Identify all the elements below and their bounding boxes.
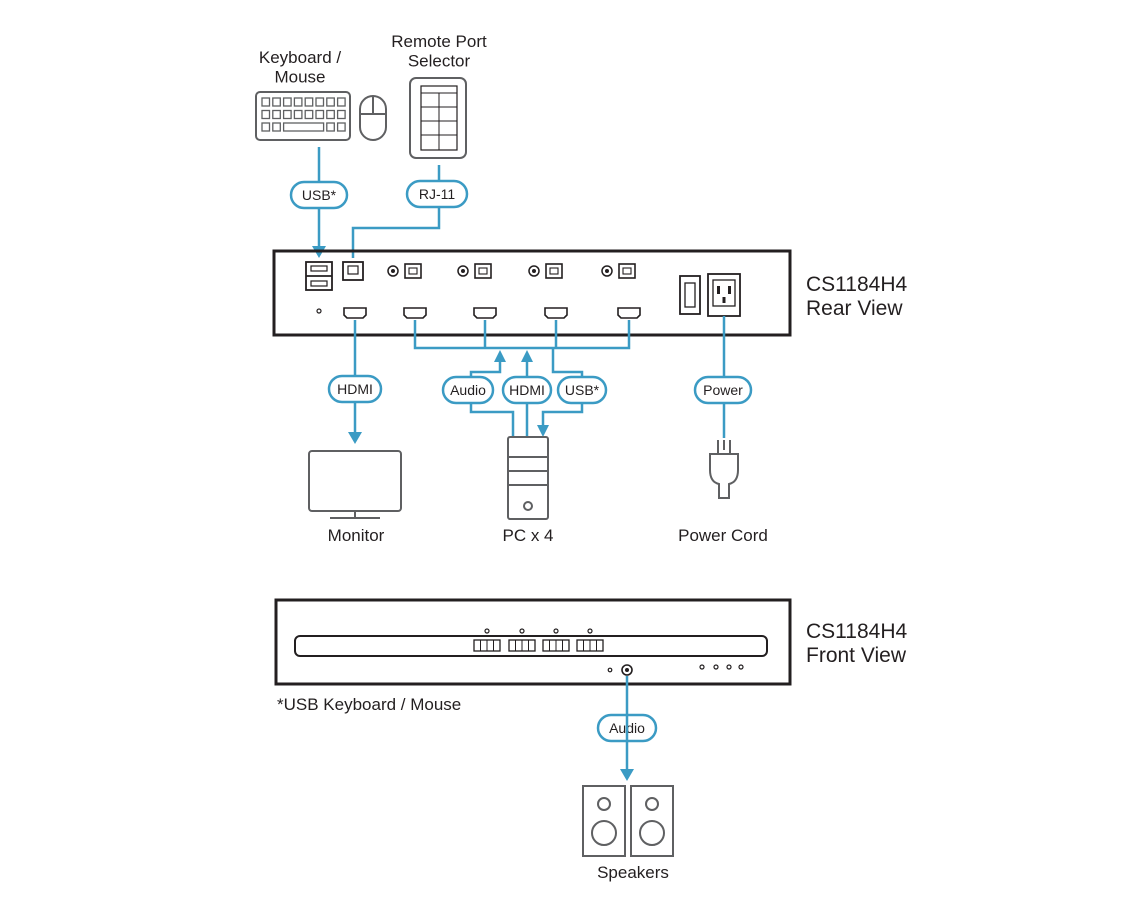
- pc-port-group-1: [387, 263, 427, 319]
- hdmi-port: [544, 307, 568, 319]
- pc-tower-icon: [507, 436, 549, 520]
- cable-label-pc-hdmi: HDMI: [501, 375, 553, 405]
- cable-label-text: Audio: [450, 382, 486, 398]
- audio-port: [387, 265, 399, 277]
- audio-port: [601, 265, 613, 277]
- usb-b-port: [474, 263, 492, 279]
- cable-label-text: Power: [703, 382, 743, 398]
- rj11-cable: [351, 165, 441, 258]
- cable-label-kbm: USB*: [289, 180, 349, 210]
- cable-label-text: RJ-11: [419, 186, 456, 202]
- console-hdmi-port: [343, 307, 367, 319]
- power-cord-device: Power Cord: [678, 440, 768, 545]
- cable-label-power: Power: [693, 375, 753, 405]
- footnote: *USB Keyboard / Mouse: [277, 695, 461, 714]
- remote-selector-icon: [409, 77, 467, 159]
- cable-label-text: HDMI: [509, 382, 545, 398]
- usb-ports: [305, 261, 333, 291]
- monitor-label: Monitor: [328, 526, 385, 545]
- keyboard-icon: [255, 91, 351, 141]
- rear-led-dot: [316, 308, 322, 314]
- pc-port-group-4: [601, 263, 641, 319]
- cable-label-text: USB*: [565, 382, 600, 398]
- rj11-port: [342, 261, 364, 281]
- usb-b-port: [404, 263, 422, 279]
- usb-b-port: [545, 263, 563, 279]
- usb-b-port: [618, 263, 636, 279]
- cable-label-remote: RJ-11: [405, 179, 469, 209]
- audio-port: [457, 265, 469, 277]
- hdmi-port: [403, 307, 427, 319]
- power-cord-label: Power Cord: [678, 526, 768, 545]
- mouse-icon: [359, 95, 387, 141]
- pc-device: PC x 4: [502, 436, 554, 545]
- front-small-dot: [607, 667, 613, 673]
- audio-port: [528, 265, 540, 277]
- keyboard-mouse-device: Keyboard /Mouse: [255, 48, 387, 141]
- monitor-device: Monitor: [308, 450, 402, 545]
- speakers-label: Speakers: [597, 863, 669, 882]
- power-switch: [679, 275, 701, 315]
- cable-label-pc-usb: USB*: [556, 375, 608, 405]
- front-port-3: [542, 628, 570, 652]
- power-plug-icon: [709, 440, 739, 499]
- hdmi-port: [617, 307, 641, 319]
- front-indicator-dots: [699, 664, 744, 670]
- cable-label-monitor: HDMI: [327, 374, 383, 404]
- cable-label-text: HDMI: [337, 381, 373, 397]
- front-port-1: [473, 628, 501, 652]
- monitor-icon: [308, 450, 402, 519]
- power-socket: [707, 273, 741, 317]
- audio-jack: [621, 664, 633, 676]
- speaker-audio-cable: [620, 676, 634, 781]
- front-port-4: [576, 628, 604, 652]
- hdmi-port: [473, 307, 497, 319]
- keyboard-mouse-label: Keyboard /Mouse: [259, 48, 341, 87]
- cable-label-text: USB*: [302, 187, 337, 203]
- cable-label-pc-audio: Audio: [441, 375, 495, 405]
- speakers-device: Speakers: [582, 785, 674, 882]
- front-port-2: [508, 628, 536, 652]
- pc-port-group-3: [528, 263, 568, 319]
- pc-label: PC x 4: [502, 526, 553, 545]
- pc-port-group-2: [457, 263, 497, 319]
- speakers-icon: [582, 785, 674, 857]
